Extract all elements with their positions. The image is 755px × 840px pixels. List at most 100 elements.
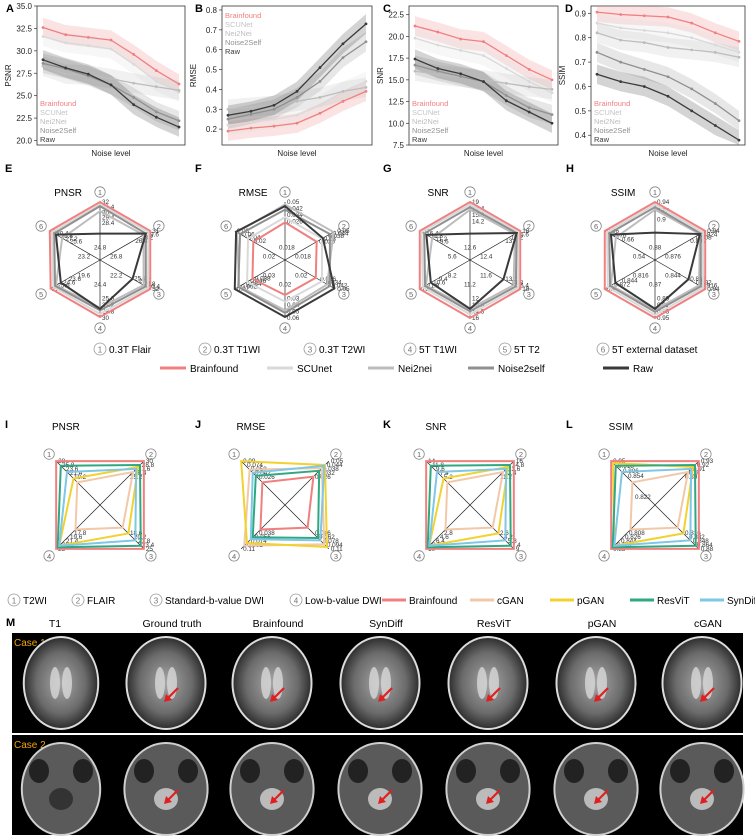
axis-number: 2 [704, 450, 708, 459]
radar-axis [419, 259, 471, 290]
data-point [666, 94, 670, 98]
axis-number: 4 [98, 324, 102, 333]
legend-entry: Noise2Self [412, 126, 449, 135]
radar-tick-label: 8.2 [448, 272, 457, 279]
data-point [737, 39, 741, 43]
radar-tick-label: 5.6 [448, 254, 457, 261]
radar-tick-label: 0.02 [263, 254, 276, 261]
axis-number-badge [708, 288, 720, 300]
lesion-arrow-head [378, 694, 386, 702]
ventricle [50, 667, 60, 699]
axis-number-badge [515, 448, 527, 460]
axis-number-badge [649, 322, 661, 334]
data-point [226, 117, 230, 121]
data-point [177, 125, 181, 129]
radar-tick-label: 0.06 [287, 315, 300, 322]
axis-number-badge [405, 220, 417, 232]
chart-title: SSIM [611, 188, 635, 199]
data-point [527, 85, 531, 89]
axis-number-badge [338, 288, 350, 300]
confidence-band [415, 55, 552, 125]
radar-axis [419, 230, 471, 261]
radar-tick-label: 0.808 [629, 530, 645, 537]
radar-tick-label: 0.94 [657, 199, 670, 206]
axis-number-badge [145, 448, 157, 460]
data-point [226, 113, 230, 117]
radar-tick-label: 26.8 [135, 238, 148, 245]
ventricle [155, 667, 165, 699]
legend-series-name: ResViT [657, 596, 690, 607]
confidence-band [228, 32, 366, 129]
radar-series [57, 465, 140, 547]
data-point [86, 35, 90, 39]
orbit [134, 759, 154, 783]
data-point [226, 129, 230, 133]
data-point [666, 75, 670, 79]
data-point [527, 80, 531, 83]
data-point [619, 60, 623, 64]
radar-tick-label: 0.95 [657, 315, 670, 322]
legend-series-name: Brainfound [409, 596, 457, 607]
y-tick-label: 0.4 [575, 131, 587, 140]
orbit [392, 759, 412, 783]
radar-tick-label: 19 [472, 199, 480, 206]
radar-tick-label: 11.2 [464, 282, 476, 289]
radar-tick-label: 0.038 [328, 233, 344, 240]
axis-number-badge [330, 448, 342, 460]
radar-tick-label: 13.8 [505, 238, 518, 245]
radar-tick-label: 0.9 [657, 216, 666, 223]
radar-tick-label: 0.816 [633, 272, 649, 279]
panel-letter-c: C [383, 3, 391, 15]
radar-tick-label: 20 [422, 228, 430, 235]
legend-label: T2WI [23, 596, 47, 607]
y-tick-label: 35.0 [16, 2, 32, 11]
radar-tick-label: 14.2 [472, 219, 485, 226]
lesion-arrow-head [594, 796, 602, 804]
data-point [41, 58, 45, 62]
legend-entry: Nei2Nei [594, 117, 621, 126]
radar-tick-label: 0.94 [707, 286, 720, 293]
panel-letter-i: I [5, 419, 8, 431]
radar-axis [234, 230, 286, 261]
axis-number-badge [228, 448, 240, 460]
axis-number-badge [515, 550, 527, 562]
legend-entry: Raw [594, 135, 610, 144]
confidence-band [415, 28, 552, 103]
column-header: Brainfound [253, 618, 304, 630]
axis-number-badge [338, 220, 350, 232]
legend-number: 6 [601, 346, 606, 355]
data-point [41, 61, 45, 65]
axis-number: 5 [409, 290, 413, 299]
brain-slice [339, 636, 421, 730]
y-tick-label: 0.5 [575, 107, 587, 116]
radar-series [605, 203, 705, 317]
data-point [666, 46, 670, 49]
radar-tick-label: 14.8 [512, 462, 525, 469]
radar-tick-label: 30 [146, 458, 154, 465]
radar-tick-label: 0.074 [251, 538, 267, 545]
radar-tick-label: 0.038 [323, 466, 339, 473]
radar-tick-label: 0.848 [693, 538, 709, 545]
data-point [482, 80, 485, 83]
legend-entry: Nei2Nei [412, 117, 439, 126]
data-point [413, 36, 417, 40]
radar-tick-label: 13.2 [505, 276, 518, 283]
axis-number: 1 [653, 188, 657, 197]
radar-tick-label: 9.4 [439, 276, 448, 283]
radar-tick-label: 0.11 [331, 546, 343, 553]
data-point [527, 106, 531, 110]
legend-label: FLAIR [87, 596, 115, 607]
radar-tick-label: 28.8 [61, 233, 74, 240]
data-point [177, 88, 181, 92]
axis-number-badge [43, 448, 55, 460]
radar-tick-label: 19.6 [70, 534, 83, 541]
radar-tick-label: 16.6 [517, 231, 530, 238]
radar-tick-label: 0.892 [696, 279, 712, 286]
radar-series [603, 200, 707, 320]
y-tick-label: 0.6 [206, 46, 218, 55]
y-axis-label: SNR [376, 67, 385, 84]
panel-letter-m: M [6, 617, 15, 629]
data-point [364, 86, 368, 89]
data-point [132, 53, 136, 56]
